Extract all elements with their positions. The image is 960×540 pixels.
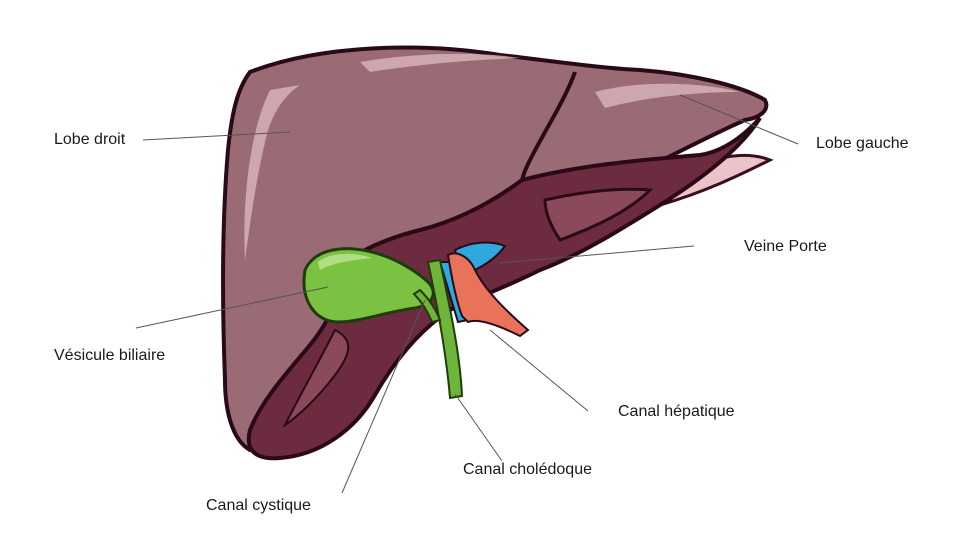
label-lobe-droit: Lobe droit (54, 131, 126, 148)
portal-vein (446, 252, 530, 338)
leader-canal-choledoque (454, 393, 503, 462)
label-veine-porte: Veine Porte (744, 238, 827, 255)
lobe-division (520, 71, 577, 183)
left-lobe-highlight (595, 83, 740, 108)
common-bile-duct (426, 258, 464, 400)
liver-recess (543, 187, 654, 242)
gallbladder-highlight (318, 253, 372, 270)
label-canal-cystique: Canal cystique (206, 497, 311, 514)
top-highlight (360, 53, 520, 72)
cystic-duct (412, 288, 442, 324)
label-canal-choledoque: Canal cholédoque (463, 461, 592, 478)
label-lobe-gauche: Lobe gauche (816, 135, 909, 152)
leader-canal-cystique (341, 299, 426, 494)
leader-lobe-gauche (679, 94, 799, 145)
liver-lower-fold (282, 328, 350, 428)
right-lobe-highlight (244, 85, 300, 260)
leader-lines (135, 94, 799, 494)
label-canal-hepatique: Canal hépatique (618, 403, 735, 420)
leader-veine-porte (499, 245, 695, 264)
leader-vesicule (135, 286, 329, 329)
label-vesicule-biliaire: Vésicule biliaire (54, 347, 166, 364)
leader-lobe-droit (142, 131, 291, 141)
gallbladder (302, 247, 435, 324)
leader-canal-hepatique (489, 329, 589, 412)
